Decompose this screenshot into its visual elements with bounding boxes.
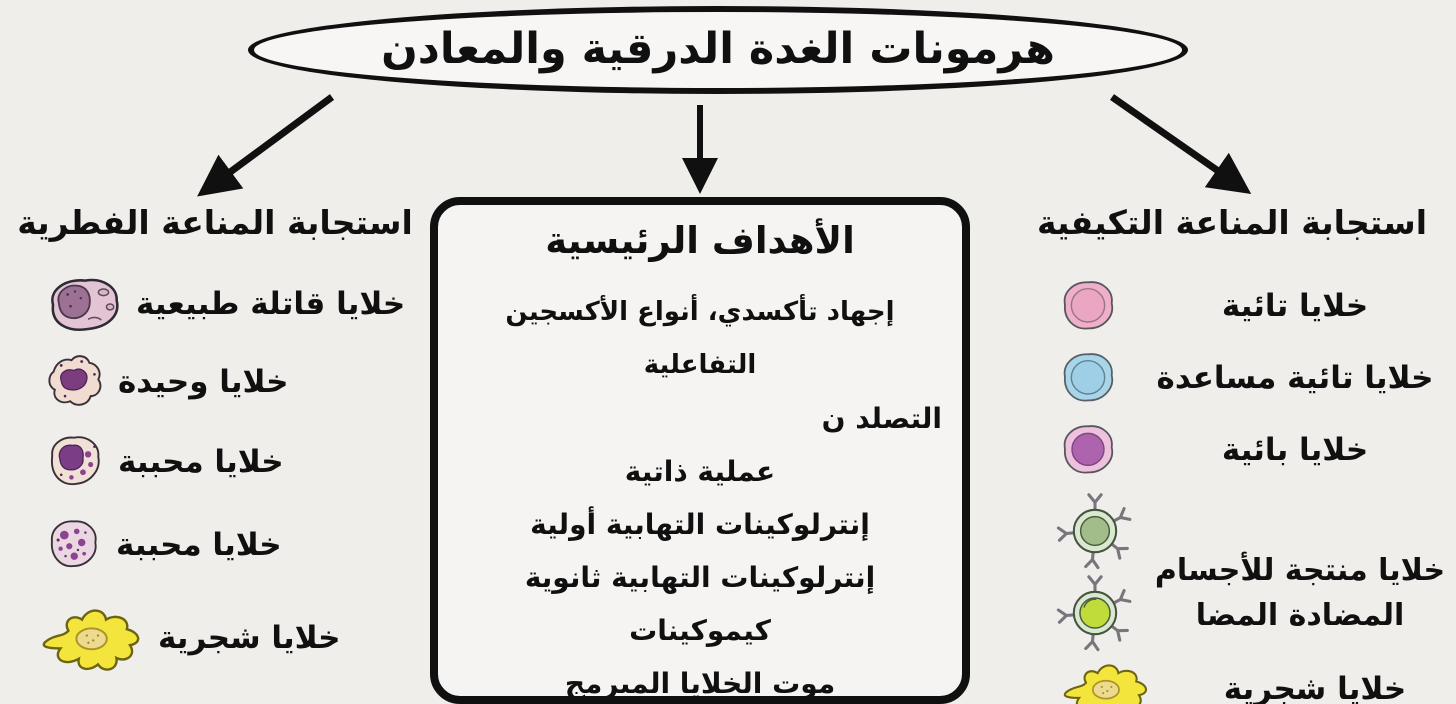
antibody-label-line2: المضادة المضا [1195,598,1405,633]
cell-label: خلايا قاتلة طبيعية [136,286,406,322]
target-line: إجهاد تأكسدي، أنواع الأكسجين التفاعلية [505,297,895,380]
helper-t-cell-icon [1063,353,1114,402]
target-line: إنترلوكينات التهابية ثانوية [524,561,876,594]
cell-label: خلايا تائية [1221,288,1369,324]
cell-label: خلايا بائية [1221,432,1369,468]
list-item: خلايا تائية مساعدة [1008,346,1456,410]
cell-label: خلايا شجرية [1223,671,1407,704]
monocyte-icon [48,355,102,406]
antibody-label-line1: خلايا منتجة للأجسام [1154,553,1446,588]
list-item: خلايا شجرية [0,602,430,674]
cell-label: خلايا شجرية [158,620,341,656]
antibody-producing-cells-item: خلايا منتجة للأجسام المضادة المضا [1008,490,1456,654]
target-line: إنترلوكينات التهابية أولية [530,508,870,541]
targets-heading: الأهداف الرئيسية [545,219,855,262]
main-targets-box: الأهداف الرئيسية إجهاد تأكسدي، أنواع الأ… [430,197,970,704]
dendritic-cell-icon [42,609,140,671]
adaptive-heading: استجابة المناعة التكيفية [1036,203,1428,242]
cell-label: خلايا تائية مساعدة [1156,360,1434,396]
list-item: خلايا محببة [0,514,430,576]
antibody-producing-cell-icon [1056,493,1132,570]
list-item: خلايا بائية [1008,418,1456,482]
innate-heading: استجابة المناعة الفطرية [17,203,413,242]
list-item: خلايا شجرية [1008,658,1456,704]
cell-label: خلايا محببة [116,527,282,563]
target-line: موت الخلايا المبرمج [564,667,836,700]
granulocyte-icon [51,436,100,486]
granulocyte-dotted-icon [50,520,97,568]
b-cell-icon [1063,425,1114,474]
antibody-cells-label: خلايا منتجة للأجسام المضادة المضا [1144,548,1456,638]
list-item: خلايا تائية [1008,274,1456,338]
list-item: خلايا قاتلة طبيعية [0,274,430,334]
cell-label: خلايا محببة [118,444,284,480]
targets-list: إجهاد تأكسدي، أنواع الأكسجين التفاعلية ا… [438,286,962,704]
diagram-title: هرمونات الغدة الدرقية والمعادن [381,24,1055,74]
list-item: خلايا محببة [0,430,430,494]
arrow-to-adaptive [1109,94,1252,195]
t-cell-icon [1063,281,1114,330]
target-line: التصلد ن [821,402,942,435]
antibody-producing-cell-active-icon [1056,575,1132,652]
list-item: خلايا وحيدة [0,350,430,414]
innate-immunity-section: استجابة المناعة الفطرية خلايا قاتلة طبيع… [0,196,430,690]
target-line: عملية ذاتية [624,455,776,488]
natural-killer-cell-icon [51,278,119,331]
arrow-to-innate [197,94,335,197]
cell-label: خلايا وحيدة [118,364,289,400]
title-ellipse: هرمونات الغدة الدرقية والمعادن [248,6,1188,94]
target-line: كيموكينات [629,614,771,647]
dendritic-cell-icon [1063,664,1147,704]
adaptive-immunity-section: استجابة المناعة التكيفية خلايا تائية خلا… [1008,196,1456,704]
